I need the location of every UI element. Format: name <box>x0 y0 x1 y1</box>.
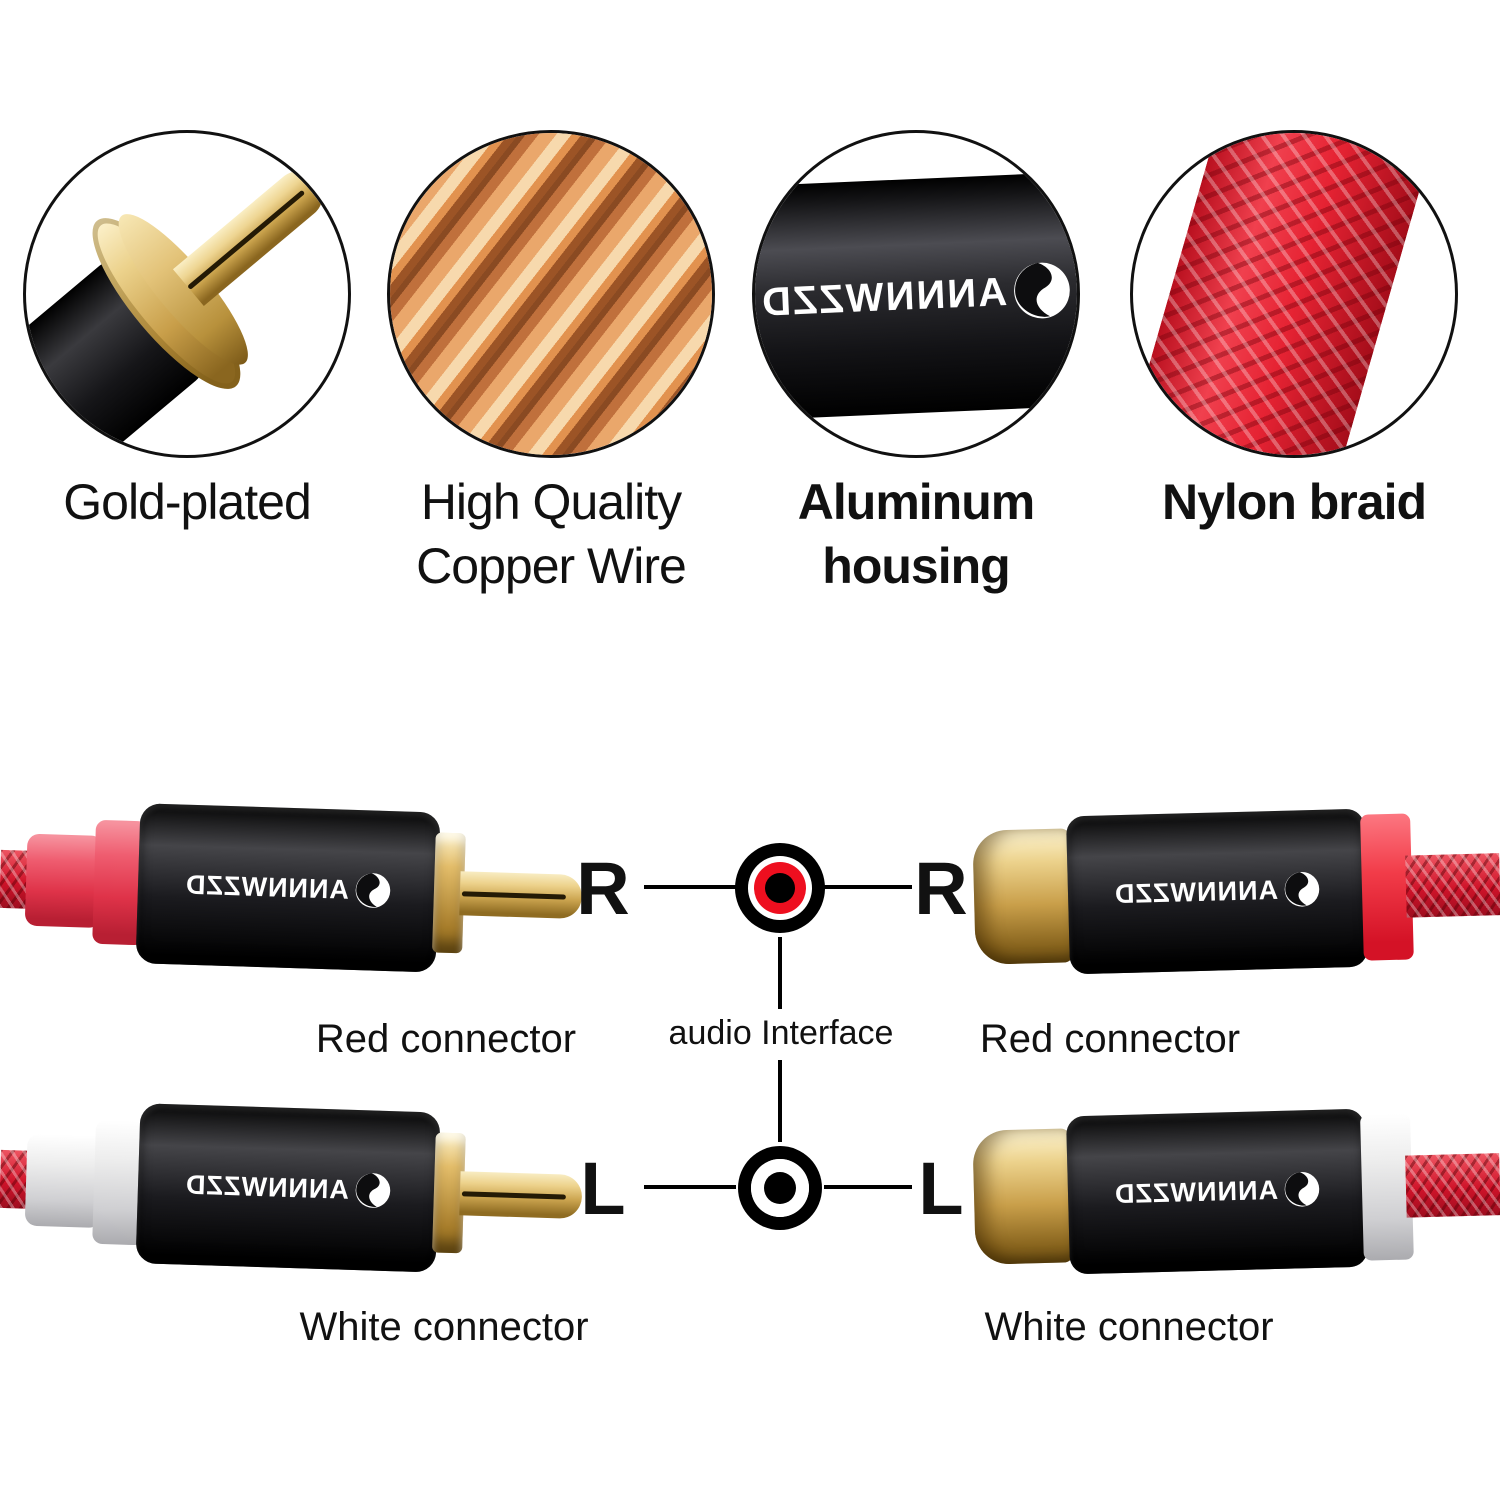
brand-logo-text: ANNNWZZD <box>759 269 1009 325</box>
interface-line-bottom <box>778 1060 782 1142</box>
gold-pin <box>459 871 583 920</box>
right-channel-letter-right: R <box>914 847 968 930</box>
rca-male-plug-white: ANNNWZZD <box>0 1099 587 1277</box>
brand-logo: ANNNWZZD <box>185 867 392 909</box>
brand-logo-text: ANNNWZZD <box>1113 1174 1279 1209</box>
brand-logo-icon <box>45 431 106 455</box>
interface-line-top <box>778 937 782 1009</box>
pin-slot <box>187 189 306 290</box>
white-collar-tube <box>24 1133 104 1228</box>
pin-slot <box>461 891 566 900</box>
brand-logo-text: ANNNWZZD <box>184 869 350 905</box>
feature-label-nylon-braid: Nylon braid <box>1161 474 1427 530</box>
red-connector-label-left: Red connector <box>315 1017 577 1061</box>
gold-pin <box>172 161 333 307</box>
rca-plug-angled <box>26 133 348 455</box>
left-channel-letter-left: L <box>580 1147 626 1230</box>
nylon-braid-photo <box>1130 130 1458 458</box>
rca-socket <box>972 828 1074 965</box>
left-channel-letter-right: L <box>918 1147 964 1230</box>
connector-body: ANNNWZZD <box>1065 808 1369 975</box>
brand-logo-icon <box>355 1172 391 1209</box>
white-connector-label-right: White connector <box>984 1305 1274 1349</box>
connection-line <box>644 1185 736 1189</box>
brand-logo: ANNNWZZD <box>1114 871 1321 912</box>
rca-male-plug-red: ANNNWZZD <box>0 799 587 977</box>
connector-body: ANNNWZZD <box>135 803 441 973</box>
connection-line <box>644 885 736 889</box>
feature-label-gold-plated: Gold-plated <box>63 474 312 530</box>
brand-logo-text: ANNNWZZD <box>184 1169 350 1205</box>
brand-logo: ANNNWZZD <box>185 1167 392 1209</box>
brand-logo-icon <box>1284 871 1320 908</box>
gold-plated-photo <box>23 130 351 458</box>
red-collar-tube <box>24 833 104 928</box>
brand-logo-icon <box>1013 261 1072 320</box>
braided-cable <box>1405 1153 1500 1218</box>
brand-logo-icon <box>1284 1171 1320 1208</box>
aluminum-cylinder: ANNNWZZD <box>755 170 1077 422</box>
braided-cable <box>1405 853 1500 918</box>
red-connector-label-right: Red connector <box>979 1017 1241 1061</box>
rca-female-jack-white: ANNNWZZD <box>972 1105 1500 1277</box>
brand-logo: ANNNWZZD <box>1114 1171 1321 1212</box>
rca-socket <box>972 1128 1074 1265</box>
connection-line <box>824 885 912 889</box>
brand-logo-icon <box>355 872 391 909</box>
copper-coils <box>390 133 712 455</box>
copper-wire-photo <box>387 130 715 458</box>
rca-jack-white-icon <box>738 1146 822 1230</box>
rca-jack-red-icon <box>735 843 825 933</box>
white-connector-label-left: White connector <box>299 1305 589 1349</box>
rca-female-jack-red: ANNNWZZD <box>972 805 1500 977</box>
brand-logo-text: ANNNWZZD <box>1113 874 1279 909</box>
connection-line <box>824 1185 912 1189</box>
audio-interface-label: audio Interface <box>668 1014 894 1052</box>
right-channel-letter-left: R <box>576 847 630 930</box>
brand-logo: ANNNWZZD <box>759 260 1072 332</box>
connector-body: ANNNWZZD <box>1065 1108 1369 1275</box>
aluminum-housing-photo: ANNNWZZD <box>752 130 1080 458</box>
connector-body: ANNNWZZD <box>135 1103 441 1273</box>
gold-pin <box>459 1171 583 1220</box>
pin-slot <box>461 1191 566 1200</box>
braided-rope <box>1133 133 1440 455</box>
